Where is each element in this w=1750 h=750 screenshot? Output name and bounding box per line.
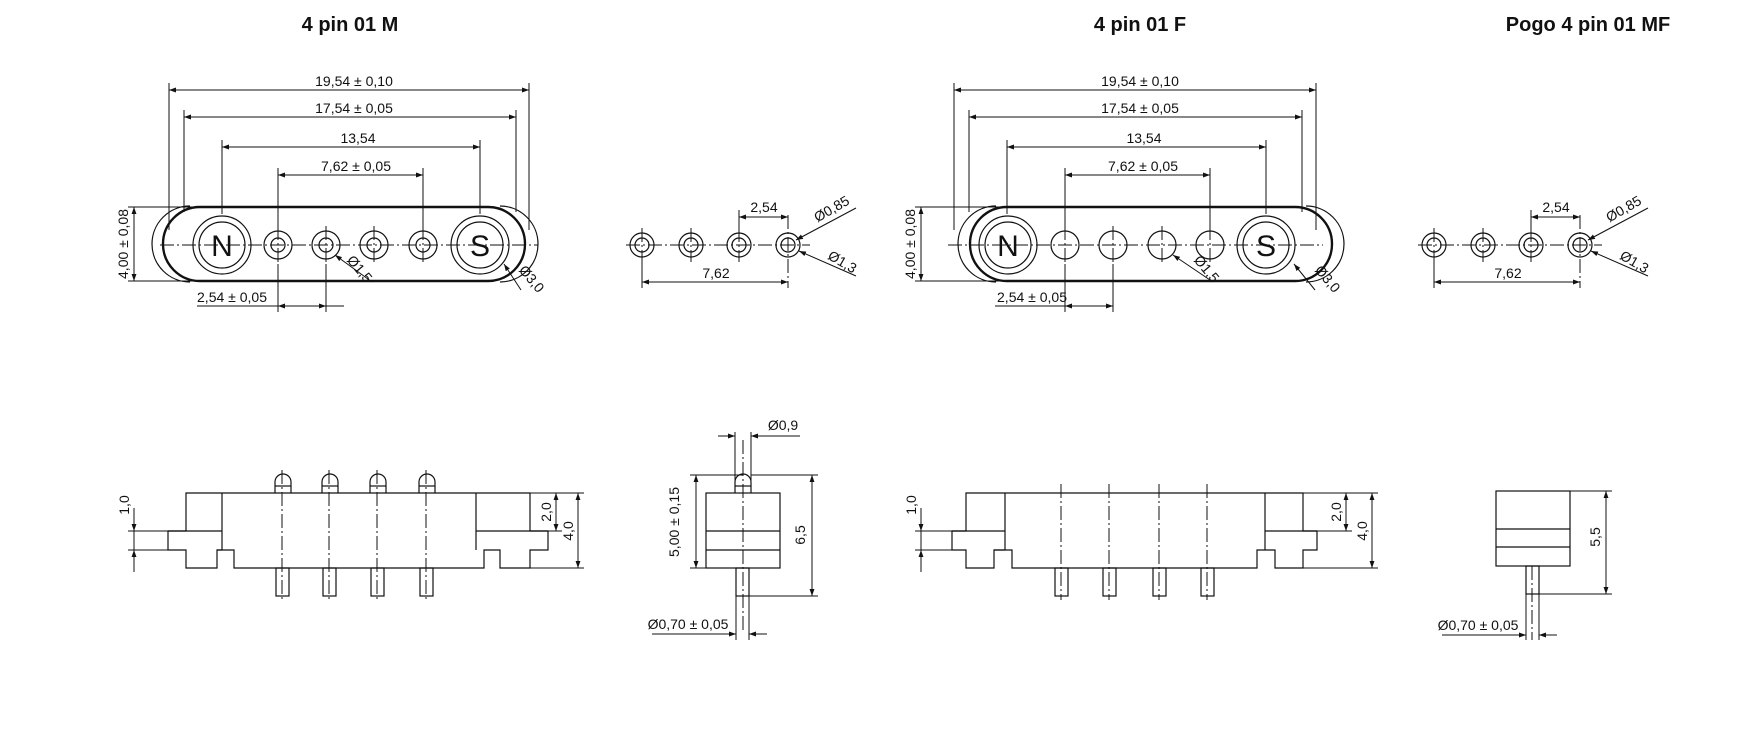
dim-085-pogo: Ø0,85 [1603, 192, 1644, 225]
dim-outer-pins-f: 13,54 [1126, 130, 1161, 146]
dim-pin-span-f: 7,62 ± 0,05 [1108, 158, 1178, 174]
dim-09: Ø0,9 [768, 417, 799, 433]
top-view-f [915, 83, 1345, 312]
top-view-m [128, 83, 539, 312]
dim-span-m: 7,62 [702, 265, 729, 281]
side-view-f [915, 484, 1378, 600]
dim-flange-m: 2,0 [538, 502, 554, 522]
dim-body-h-f: 4,0 [1354, 521, 1370, 541]
dim-outer-pins-m: 13,54 [340, 130, 375, 146]
dim-pin-dia-pogo: Ø0,70 ± 0,05 [1438, 617, 1519, 633]
dim-step-m: 1,0 [116, 495, 132, 515]
dim-magnet-m: Ø3,0 [516, 262, 548, 296]
pin-detail-pogo [1418, 207, 1649, 288]
title-4pin-f: 4 pin 01 F [1093, 14, 1187, 36]
side-view-pogo [1442, 490, 1612, 640]
dim-height-f: 4,00 ± 0,08 [902, 209, 918, 279]
dim-step-f: 1,0 [903, 495, 919, 515]
dim-pitch-tol-f: 2,54 ± 0,05 [997, 289, 1067, 305]
title-4pin-m: 4 pin 01 M [301, 14, 399, 36]
dim-pin-span-m: 7,62 ± 0,05 [321, 158, 391, 174]
front-view-m [652, 432, 818, 640]
letter-n-m: N [211, 230, 233, 263]
letter-n-f: N [997, 230, 1019, 263]
dim-flange-f: 2,0 [1328, 502, 1344, 522]
dim-inner-f: 17,54 ± 0,05 [1101, 100, 1179, 116]
dim-magnet-f: Ø3,0 [1312, 262, 1344, 296]
dim-13-m: Ø1,3 [825, 247, 859, 276]
dim-085-m: Ø0,85 [811, 192, 852, 225]
dim-pogo-h: 5,5 [1587, 527, 1603, 547]
dim-overall-f: 19,54 ± 0,10 [1101, 73, 1179, 89]
dim-overall-m: 19,54 ± 0,10 [315, 73, 393, 89]
dim-pin-dia-m: Ø0,70 ± 0,05 [648, 616, 729, 632]
dim-span-pogo: 7,62 [1494, 265, 1521, 281]
dim-pitch-tol-m: 2,54 ± 0,05 [197, 289, 267, 305]
letter-s-f: S [1256, 230, 1276, 263]
pin-detail-m [626, 207, 857, 288]
dim-body-h-m: 4,0 [560, 521, 576, 541]
dim-13-pogo: Ø1,3 [1617, 247, 1651, 276]
title-pogo: Pogo 4 pin 01 MF [1505, 14, 1671, 36]
dim-height-m: 4,00 ± 0,08 [115, 209, 131, 279]
dim-inner-m: 17,54 ± 0,05 [315, 100, 393, 116]
dim-side-h: 5,00 ± 0,15 [666, 487, 682, 557]
letter-s-m: S [470, 230, 490, 263]
dim-total-h: 6,5 [792, 525, 808, 545]
dim-pitch-m: 2,54 [750, 199, 777, 215]
side-view-m [128, 470, 584, 600]
dim-pitch-pogo: 2,54 [1542, 199, 1569, 215]
